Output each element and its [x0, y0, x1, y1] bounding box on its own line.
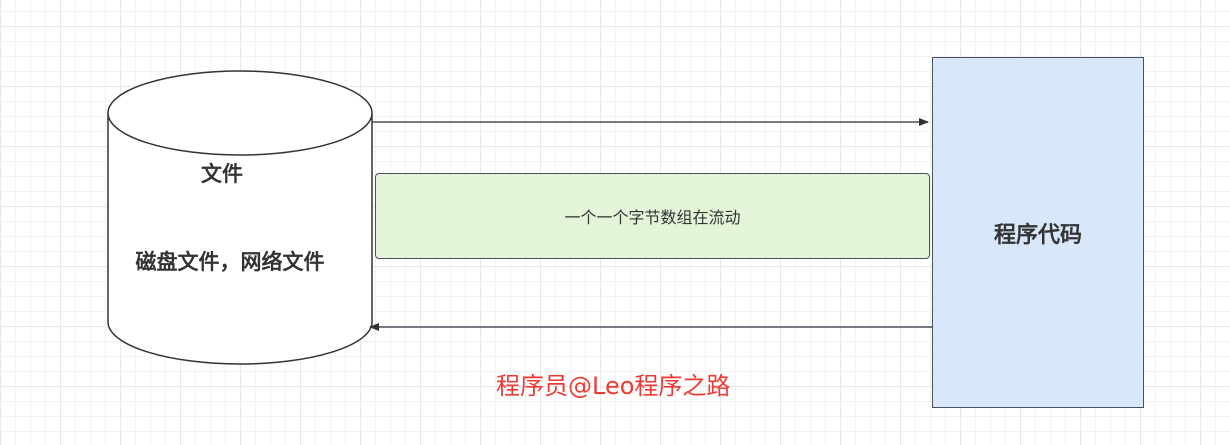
watermark: 程序员@Leo程序之路 [496, 372, 731, 400]
file-subtitle: 磁盘文件，网络文件 [135, 250, 325, 274]
program-code-label: 程序代码 [993, 222, 1082, 248]
program-code-box: 程序代码 [932, 57, 1144, 408]
file-title: 文件 [201, 162, 243, 186]
byte-flow-box: 一个一个字节数组在流动 [375, 173, 930, 259]
byte-flow-label: 一个一个字节数组在流动 [564, 208, 741, 227]
file-cylinder-shape [107, 70, 373, 365]
